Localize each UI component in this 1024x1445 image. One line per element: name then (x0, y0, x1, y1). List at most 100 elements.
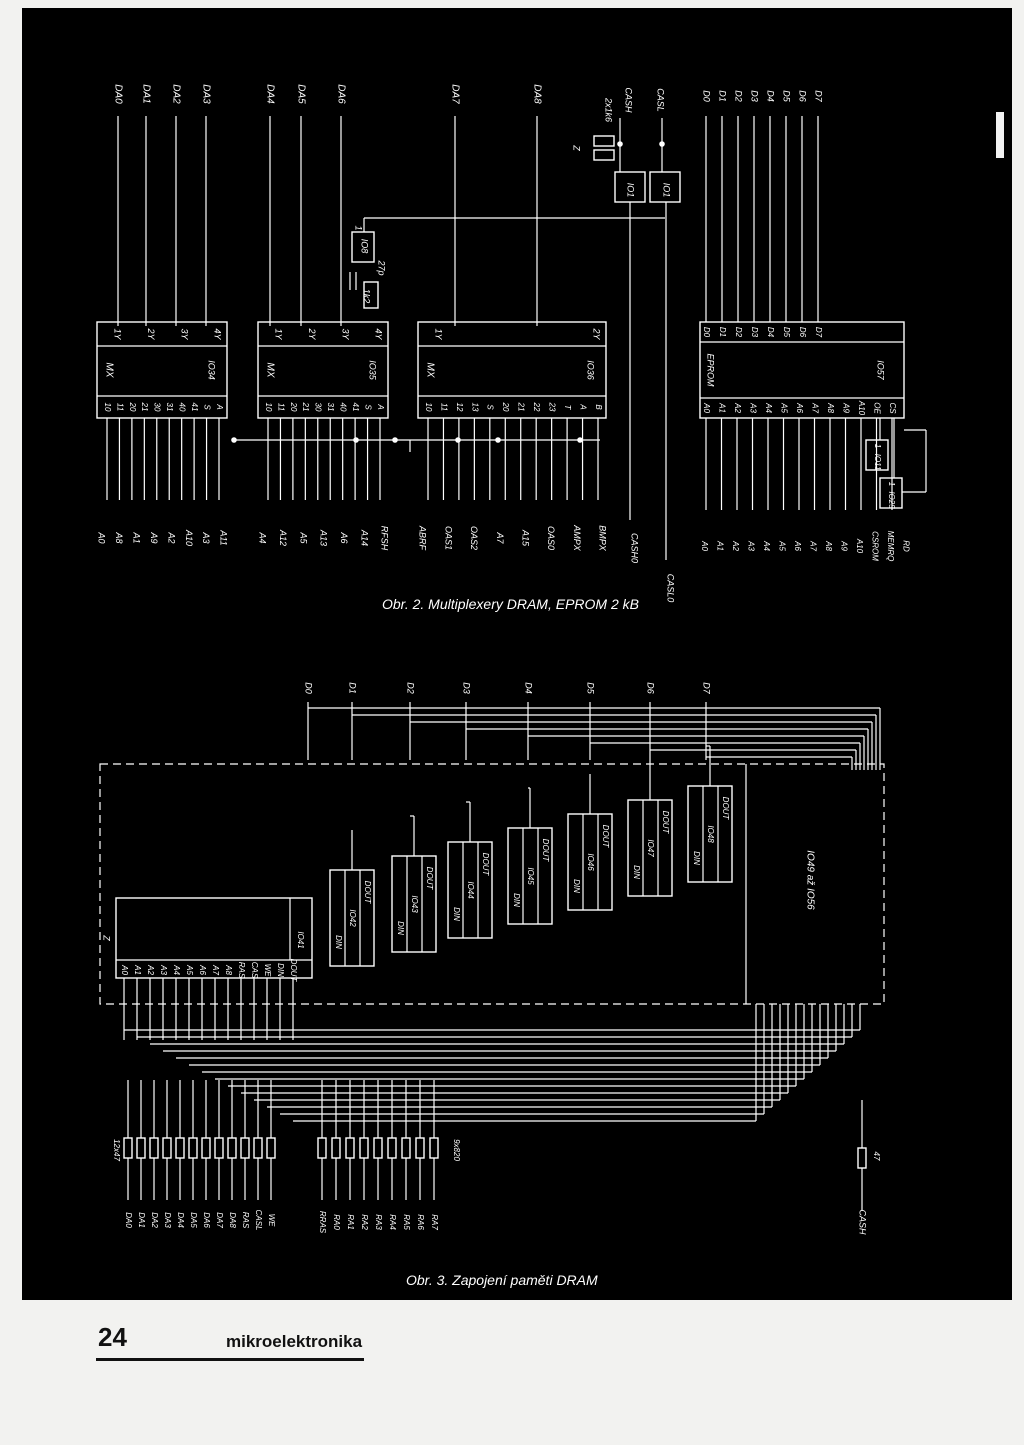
data-out-label-d4: D4 (766, 90, 776, 102)
left-signal-label: DA5 (189, 1212, 198, 1228)
gate-io11-num: 1 (873, 444, 882, 448)
chip1-pin: A7 (211, 964, 220, 975)
eprom-addr-pin: A7 (810, 402, 819, 413)
mux-out-pin: 3Y (340, 328, 350, 340)
mux-in-pin: 23 (548, 402, 557, 412)
mux-out-pin: 1Y (434, 328, 444, 340)
mux-in-pin: 21 (517, 402, 526, 412)
eprom-data-pin: D5 (782, 327, 791, 338)
resistor-820 (387, 1137, 397, 1159)
chip1-pin: A8 (224, 964, 233, 975)
mux-title: MX (424, 363, 435, 378)
chip1-pin: A0 (120, 964, 129, 975)
mux-in-pin: A (578, 403, 587, 409)
resistor-47 (201, 1137, 211, 1159)
mux-in-pin: 20 (501, 402, 510, 412)
data-line-label-d5: D5 (586, 682, 596, 694)
eprom-addr-pin: A5 (779, 402, 788, 413)
chip1-pin: RAS (237, 962, 246, 979)
mux-signal-label: A7 (495, 531, 505, 544)
chip-dout-label: DOUT (541, 839, 550, 863)
eprom-data-pin: D7 (814, 327, 823, 338)
output-label-da0: DA0 (112, 84, 123, 104)
mux-in-pin: 20 (289, 402, 298, 412)
eprom-data-pin: D6 (798, 327, 807, 338)
dram-chip-io47 (627, 799, 673, 897)
mux-in-pin: 20 (128, 402, 137, 412)
junction-dot (577, 437, 583, 443)
left-signal-label: RAS (241, 1212, 250, 1229)
chip1-pin: DOUT (289, 959, 298, 983)
chip1-pin: A2 (146, 964, 155, 975)
rc-label-1k2: 1k2 (362, 289, 372, 304)
chip-dout-label: DOUT (721, 797, 730, 821)
resistor-1k6-a (593, 135, 615, 147)
resistor-47 (162, 1137, 172, 1159)
mux-in-pin: 31 (165, 403, 174, 412)
eprom-data-pin: D2 (734, 327, 743, 338)
magazine-name: mikroelektronika (226, 1332, 363, 1351)
rc-label-27p: 27p (377, 259, 387, 275)
mux-in-pin: 13 (470, 403, 479, 412)
mux-signal-label: A4 (258, 531, 268, 543)
mux-block-2 (257, 321, 389, 419)
mux-signal-label: A6 (339, 531, 349, 543)
resistor-47 (123, 1137, 133, 1159)
mux-in-pin: S (363, 404, 372, 410)
output-label-da7: DA7 (449, 84, 460, 104)
chip-ref-label: IO48 (706, 825, 715, 843)
chip1-pin: A1 (133, 964, 142, 975)
mux-in-pin: 40 (178, 403, 187, 412)
dram-chip-io48 (687, 785, 733, 883)
output-label-da5: DA5 (295, 84, 306, 104)
mux-in-pin: 11 (115, 403, 124, 411)
right-signal-label: RA4 (388, 1214, 397, 1230)
eprom-ref: IO57 (876, 360, 886, 381)
output-label-da6: DA6 (335, 84, 346, 104)
eprom-addr-pin: OE (872, 402, 881, 414)
mux-title: MX (264, 363, 275, 378)
chip-ref-label: IO47 (646, 839, 655, 857)
left-signal-label: CASL (254, 1210, 263, 1231)
chip-io41 (115, 897, 313, 979)
resistor-820 (317, 1137, 327, 1159)
left-signal-label: WE (267, 1214, 276, 1228)
cas-resistor-label: 2x1k6 (604, 97, 614, 122)
eprom-addr-pin: A2 (733, 402, 742, 413)
mux-signal-label: A8 (114, 531, 124, 543)
casl0-label: CASL0 (666, 574, 676, 603)
chip-din-label: DIN (334, 935, 343, 949)
gate-io25-ref: IO25 (887, 491, 896, 509)
gate-io11-ref: IO11 (873, 454, 882, 471)
mux-ref: IO36 (586, 360, 596, 380)
mux-signal-label: A5 (298, 531, 308, 544)
mux-in-pin: 31 (326, 403, 335, 412)
right-signal-label: RA6 (416, 1214, 425, 1230)
eprom-data-pin: D4 (766, 327, 775, 338)
mux-in-pin: 21 (301, 402, 310, 412)
mux-signal-label: A15 (520, 529, 530, 547)
eprom-signal-label: CSROM (870, 531, 879, 561)
junction-dot (495, 437, 501, 443)
cash-label: CASH (624, 87, 634, 113)
resistor-47 (214, 1137, 224, 1159)
resistor-group-47: 47 (872, 1152, 881, 1161)
mux-signal-label: A13 (319, 529, 329, 546)
data-line-label-d6: D6 (646, 682, 656, 694)
eprom-signal-label: A6 (793, 540, 802, 551)
left-signal-label: DA6 (202, 1212, 211, 1228)
resistor-820 (359, 1137, 369, 1159)
resistor-1k6-b (593, 149, 615, 161)
eprom-signal-label: RD (901, 540, 910, 552)
data-out-label-d2: D2 (734, 90, 744, 102)
mux-in-pin: 11 (276, 403, 285, 411)
cash-signal-label: CASH (858, 1209, 868, 1235)
mux-signal-label: A1 (131, 531, 141, 543)
chip-ref-label: IO43 (410, 895, 419, 913)
chip-ref-label: IO42 (348, 909, 357, 927)
mux-out-pin: 4Y (213, 328, 223, 340)
data-line-label-d0: D0 (304, 682, 314, 694)
gate-io25 (879, 477, 903, 509)
dram-chip-io43 (391, 855, 437, 953)
eprom-signal-label: A4 (762, 540, 771, 551)
